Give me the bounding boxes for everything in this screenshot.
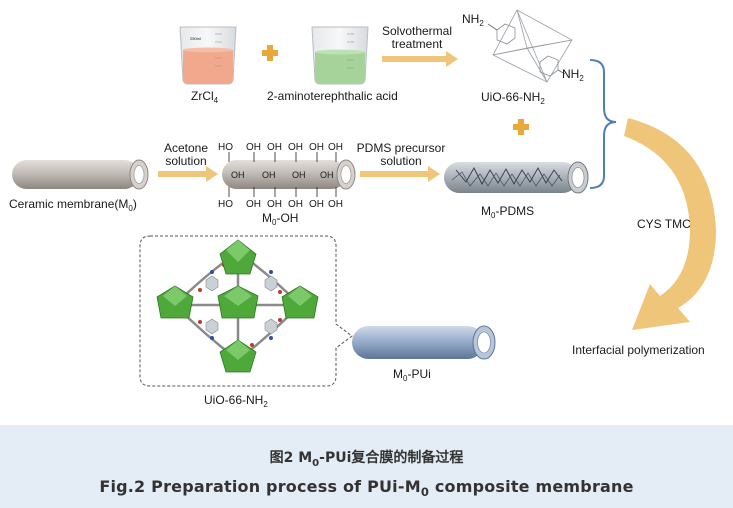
caption-en-suffix: composite membrane (429, 477, 634, 496)
oh-label: OH (231, 170, 245, 180)
preparation-diagram: 250ml ZrCl4 2-aminoterephthalic acid Sol… (9, 9, 716, 409)
uio66-bottom-label: UiO-66-NH2 (204, 393, 268, 409)
oh-label: OH (267, 199, 282, 210)
oh-label: HO (218, 199, 233, 210)
uio66-top-label: UiO-66-NH2 (481, 90, 545, 106)
oh-label: OH (328, 199, 343, 210)
plus-icon (513, 119, 529, 135)
cys-tmc-label: CYS TMC (637, 217, 691, 231)
caption-chinese: 图2 M0-PUi复合膜的制备过程 (0, 447, 733, 469)
oh-label: OH (288, 199, 303, 210)
oh-label: OH (246, 142, 261, 153)
oh-label: OH (328, 142, 343, 153)
caption-english: Fig.2 Preparation process of PUi-M0 comp… (0, 477, 733, 499)
m0-pdms-label: M0-PDMS (481, 204, 534, 220)
m0-pui-label: M0-PUi (393, 367, 431, 383)
linker-beaker-icon (311, 26, 369, 85)
caption-cn-sub: 0 (312, 457, 320, 469)
oh-label: OH (262, 170, 276, 180)
nh2-label-right: NH2 (562, 67, 584, 83)
oh-label: OH (320, 170, 334, 180)
zrcl4-beaker-icon: 250ml (179, 26, 237, 85)
oh-label: OH (309, 199, 324, 210)
interfacial-polymerization-label: Interfacial polymerization (572, 343, 705, 357)
pdms-label-line2: solution (380, 154, 421, 168)
solvothermal-label-line1: Solvothermal (382, 24, 452, 38)
oh-label: OH (292, 170, 306, 180)
caption-cn-prefix: 图2 M (269, 450, 313, 466)
solvothermal-arrow (382, 51, 458, 67)
oh-label: OH (246, 199, 261, 210)
interfacial-polymerization-arrow (624, 118, 716, 330)
combination-bracket (589, 59, 617, 189)
diagram-canvas: 250ml ZrCl4 2-aminoterephthalic acid Sol… (9, 9, 716, 409)
oh-label: OH (267, 142, 282, 153)
mof-framework-icon (156, 239, 319, 373)
solvothermal-label-line2: treatment (392, 37, 443, 51)
acetone-label-line2: solution (165, 154, 206, 168)
acetone-arrow (158, 166, 218, 182)
oh-label: OH (309, 142, 324, 153)
ceramic-membrane-label: Ceramic membrane(M0) (9, 197, 137, 213)
figure-caption: 图2 M0-PUi复合膜的制备过程 Fig.2 Preparation proc… (0, 425, 733, 508)
zrcl4-label: ZrCl4 (191, 89, 219, 105)
hydroxyl-groups: HO OH OH OH OH OH HO OH OH OH OH OH OH O… (218, 142, 343, 210)
plus-icon (262, 45, 278, 61)
caption-en-prefix: Fig.2 Preparation process of PUi-M (99, 477, 421, 496)
acetone-label-line1: Acetone (164, 141, 208, 155)
caption-cn-suffix: -PUi复合膜的制备过程 (319, 450, 464, 466)
m0-pdms-tube (444, 161, 589, 194)
oh-label: HO (218, 142, 233, 153)
caption-en-sub: 0 (420, 485, 430, 500)
pdms-arrow (360, 166, 440, 182)
m0-oh-label: M0-OH (262, 211, 298, 227)
m0-pui-tube (352, 325, 496, 360)
uio66-octahedron-icon (487, 9, 573, 83)
ceramic-membrane-tube (12, 159, 149, 190)
nh2-label-top: NH2 (462, 12, 484, 28)
beaker-volume-mark: 250ml (190, 36, 201, 41)
pdms-label-line1: PDMS precursor (357, 141, 446, 155)
oh-label: OH (288, 142, 303, 153)
linker-label: 2-aminoterephthalic acid (267, 89, 398, 103)
m0-oh-tube (222, 159, 356, 190)
